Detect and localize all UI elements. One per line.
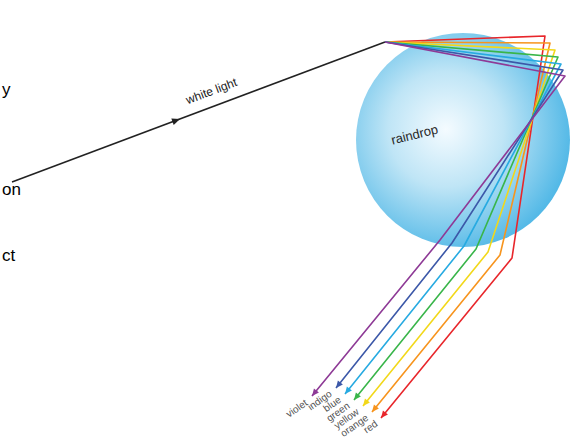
slide-text-fragment: ct (2, 246, 15, 266)
light-ray (354, 42, 558, 400)
light-ray (312, 42, 565, 396)
arrowhead (345, 387, 352, 394)
arrowhead (171, 119, 180, 126)
raindrop-circle: raindrop (355, 32, 571, 248)
arrowhead (354, 393, 361, 400)
light-ray (336, 42, 563, 388)
light-ray (372, 42, 550, 412)
raindrop-shape (355, 32, 571, 248)
color-label: violet (284, 397, 310, 420)
white-light-line (12, 42, 385, 182)
slide-text-fragment: on (2, 180, 21, 200)
arrowhead (363, 399, 370, 406)
arrowhead (336, 381, 343, 388)
ray-label: white light (185, 76, 240, 108)
slide-text-fragment: y (2, 80, 11, 100)
arrowhead (381, 411, 388, 418)
arrowhead (372, 405, 379, 412)
light-ray (363, 42, 555, 406)
light-ray (345, 42, 561, 394)
